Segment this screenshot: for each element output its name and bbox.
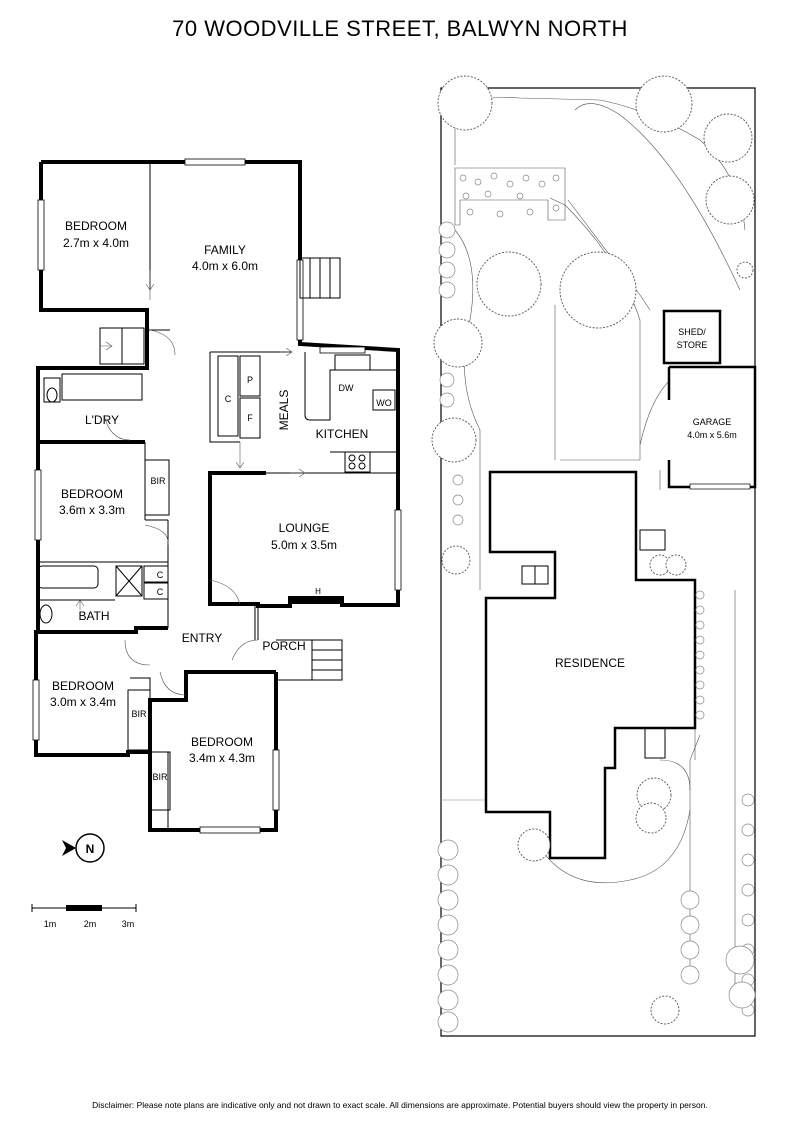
residence-label: RESIDENCE xyxy=(555,656,625,670)
disclaimer: Disclaimer: Please note plans are indica… xyxy=(92,1100,708,1110)
bedroom1-size: 2.7m x 4.0m xyxy=(63,236,129,250)
tree xyxy=(559,251,637,329)
bir-label-2: BIR xyxy=(131,709,147,719)
fridge-label: F xyxy=(247,413,253,423)
pantry-label: P xyxy=(247,375,253,385)
tree xyxy=(433,318,483,368)
shed-outline xyxy=(662,309,722,365)
cupboard-label: C xyxy=(225,394,232,404)
kitchen-label: KITCHEN xyxy=(316,427,369,441)
site-boundary xyxy=(440,87,756,1037)
tree xyxy=(441,545,471,575)
garage-outline xyxy=(667,365,757,489)
bir-label-3: BIR xyxy=(152,772,168,782)
bedroom1-label: BEDROOM xyxy=(65,219,127,233)
compass-label: N xyxy=(86,842,95,856)
linen-c-label-2: C xyxy=(157,587,164,597)
tree xyxy=(476,251,542,317)
scale-bar: 1m 2m 3m xyxy=(31,904,137,929)
garage-label: GARAGE xyxy=(693,417,732,427)
scale-3m: 3m xyxy=(122,919,135,929)
garage-size: 4.0m x 5.6m xyxy=(687,430,737,440)
site-plan: SHED/ STORE GARAGE 4.0m x 5.6m RESIDENCE xyxy=(431,75,757,1037)
tree xyxy=(650,995,680,1025)
shed-label-line1: SHED/ xyxy=(678,327,706,337)
garden-bed-plants xyxy=(459,172,560,218)
heater-label: H xyxy=(315,587,321,596)
meals-label: MEALS xyxy=(277,390,291,431)
bir-label-1: BIR xyxy=(150,476,166,486)
scale-1m: 1m xyxy=(44,919,57,929)
tree xyxy=(703,113,753,163)
tree xyxy=(636,777,672,813)
compass-icon: N xyxy=(62,833,105,863)
shed-label-line2: STORE xyxy=(677,340,708,350)
floor-plan: BEDROOM 2.7m x 4.0m FAMILY 4.0m x 6.0m M… xyxy=(31,158,402,929)
linen-c-label-1: C xyxy=(157,570,164,580)
tree xyxy=(705,175,755,225)
hedge-right xyxy=(680,590,756,1017)
family-window xyxy=(184,158,246,166)
bedroom4-label: BEDROOM xyxy=(191,735,253,749)
tree xyxy=(517,828,551,862)
bedroom2-size: 3.6m x 3.3m xyxy=(59,503,125,517)
wall-oven-label: WO xyxy=(376,398,392,408)
bedroom3-label: BEDROOM xyxy=(52,679,114,693)
bath-label: BATH xyxy=(78,609,109,623)
dishwasher-label: DW xyxy=(339,383,354,393)
bedroom2-label: BEDROOM xyxy=(61,487,123,501)
tree xyxy=(437,75,493,131)
heater-block xyxy=(288,596,343,604)
lounge-size: 5.0m x 3.5m xyxy=(271,538,337,552)
family-size: 4.0m x 6.0m xyxy=(192,259,258,273)
bedroom3-size: 3.0m x 3.4m xyxy=(50,695,116,709)
laundry-label: L'DRY xyxy=(85,413,119,427)
lounge-label: LOUNGE xyxy=(279,521,330,535)
tree xyxy=(736,261,754,279)
bedroom1-window xyxy=(37,199,45,271)
bedroom4-window xyxy=(272,749,280,811)
scale-2m: 2m xyxy=(84,919,97,929)
residence-outline xyxy=(484,470,697,860)
bedroom4-south-window xyxy=(199,826,261,834)
tree xyxy=(635,802,667,834)
entry-label: ENTRY xyxy=(182,631,222,645)
bedroom4-size: 3.4m x 4.3m xyxy=(189,751,255,765)
porch-label: PORCH xyxy=(262,639,305,653)
bedroom2-window xyxy=(34,469,42,541)
tree xyxy=(431,417,477,463)
tree xyxy=(665,554,687,576)
bedroom3-window xyxy=(32,679,40,741)
tree xyxy=(635,75,693,133)
lounge-window xyxy=(394,509,402,591)
hedge-left xyxy=(437,221,464,1033)
kitchen-window xyxy=(319,346,366,354)
page-title: 70 WOODVILLE STREET, BALWYN NORTH xyxy=(172,16,628,41)
family-label: FAMILY xyxy=(204,243,246,257)
